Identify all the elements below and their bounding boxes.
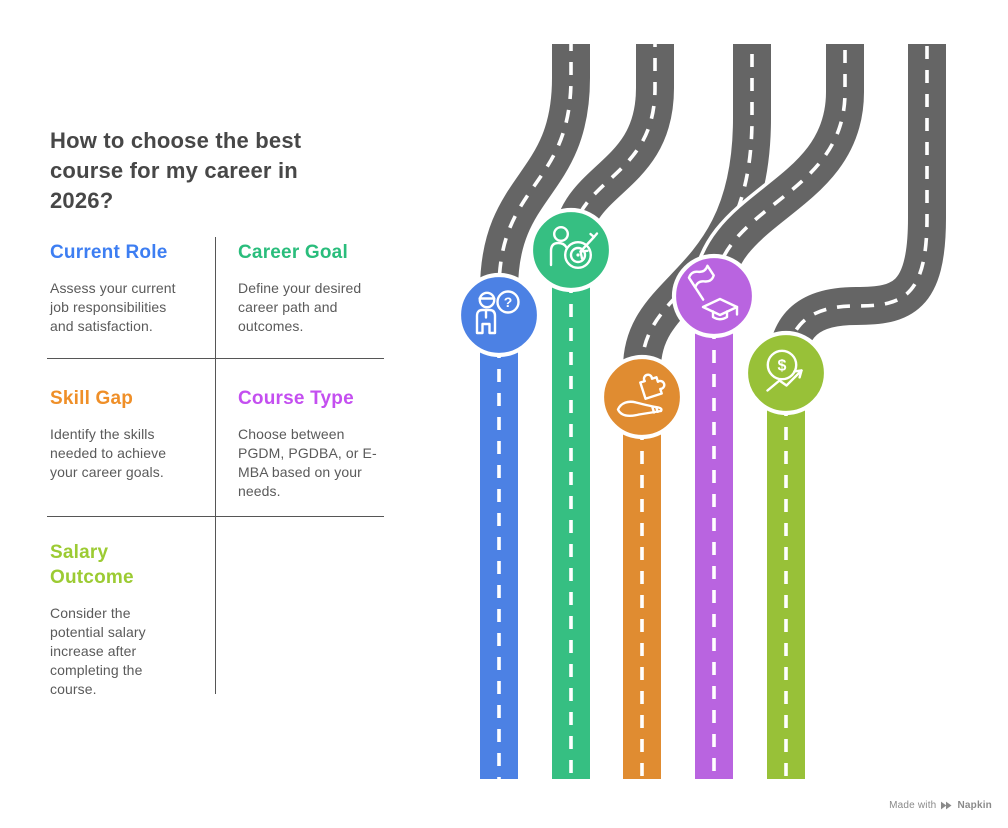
dollar-growth-icon: $: [766, 349, 803, 392]
napkin-pen-icon: [941, 801, 952, 810]
svg-text:?: ?: [504, 294, 513, 310]
section-heading-career-goal: Career Goal: [238, 242, 348, 263]
flag-graduation-icon: [687, 264, 739, 321]
section-description-salary-outcome: Consider the potential salary increase a…: [50, 605, 146, 697]
section-heading-current-role: Current Role: [50, 242, 168, 263]
section-salary-outcome: Salary Outcome Consider the potential sa…: [50, 540, 170, 699]
person-target-icon: [549, 226, 599, 270]
made-with-label: Made with: [889, 800, 937, 811]
milestone-salary-outcome: $: [743, 330, 829, 416]
hand-puzzle-icon: [616, 373, 666, 417]
milestone-course-type: [671, 253, 757, 339]
page-title: How to choose the best course for my car…: [50, 127, 302, 213]
section-career-goal: Career Goal Define your desired career p…: [238, 240, 376, 336]
section-description-current-role: Assess your current job responsibilities…: [50, 280, 176, 334]
road-current-role: [476, 44, 594, 779]
made-with-napkin[interactable]: Made with Napkin: [889, 800, 992, 811]
person-question-icon: ?: [475, 290, 520, 335]
grid-divider-horizontal-2: [47, 516, 384, 517]
grid-divider-horizontal-1: [47, 358, 384, 359]
section-heading-course-type: Course Type: [238, 388, 354, 409]
section-description-career-goal: Define your desired career path and outc…: [238, 280, 362, 334]
napkin-brand-label: Napkin: [957, 800, 992, 811]
svg-text:$: $: [778, 358, 787, 375]
section-skill-gap: Skill Gap Identify the skills needed to …: [50, 386, 190, 482]
section-current-role: Current Role Assess your current job res…: [50, 240, 190, 336]
section-course-type: Course Type Choose between PGDM, PGDBA, …: [238, 386, 384, 501]
section-heading-skill-gap: Skill Gap: [50, 388, 134, 409]
milestone-skill-gap: [599, 354, 685, 440]
section-description-skill-gap: Identify the skills needed to achieve yo…: [50, 426, 167, 480]
road-career-goal: [548, 44, 678, 779]
milestone-current-role: ?: [456, 272, 542, 358]
section-description-course-type: Choose between PGDM, PGDBA, or E-MBA bas…: [238, 426, 377, 499]
milestone-career-goal: [528, 207, 614, 293]
section-heading-salary-outcome: Salary Outcome: [50, 542, 134, 588]
grid-divider-vertical: [215, 237, 216, 694]
